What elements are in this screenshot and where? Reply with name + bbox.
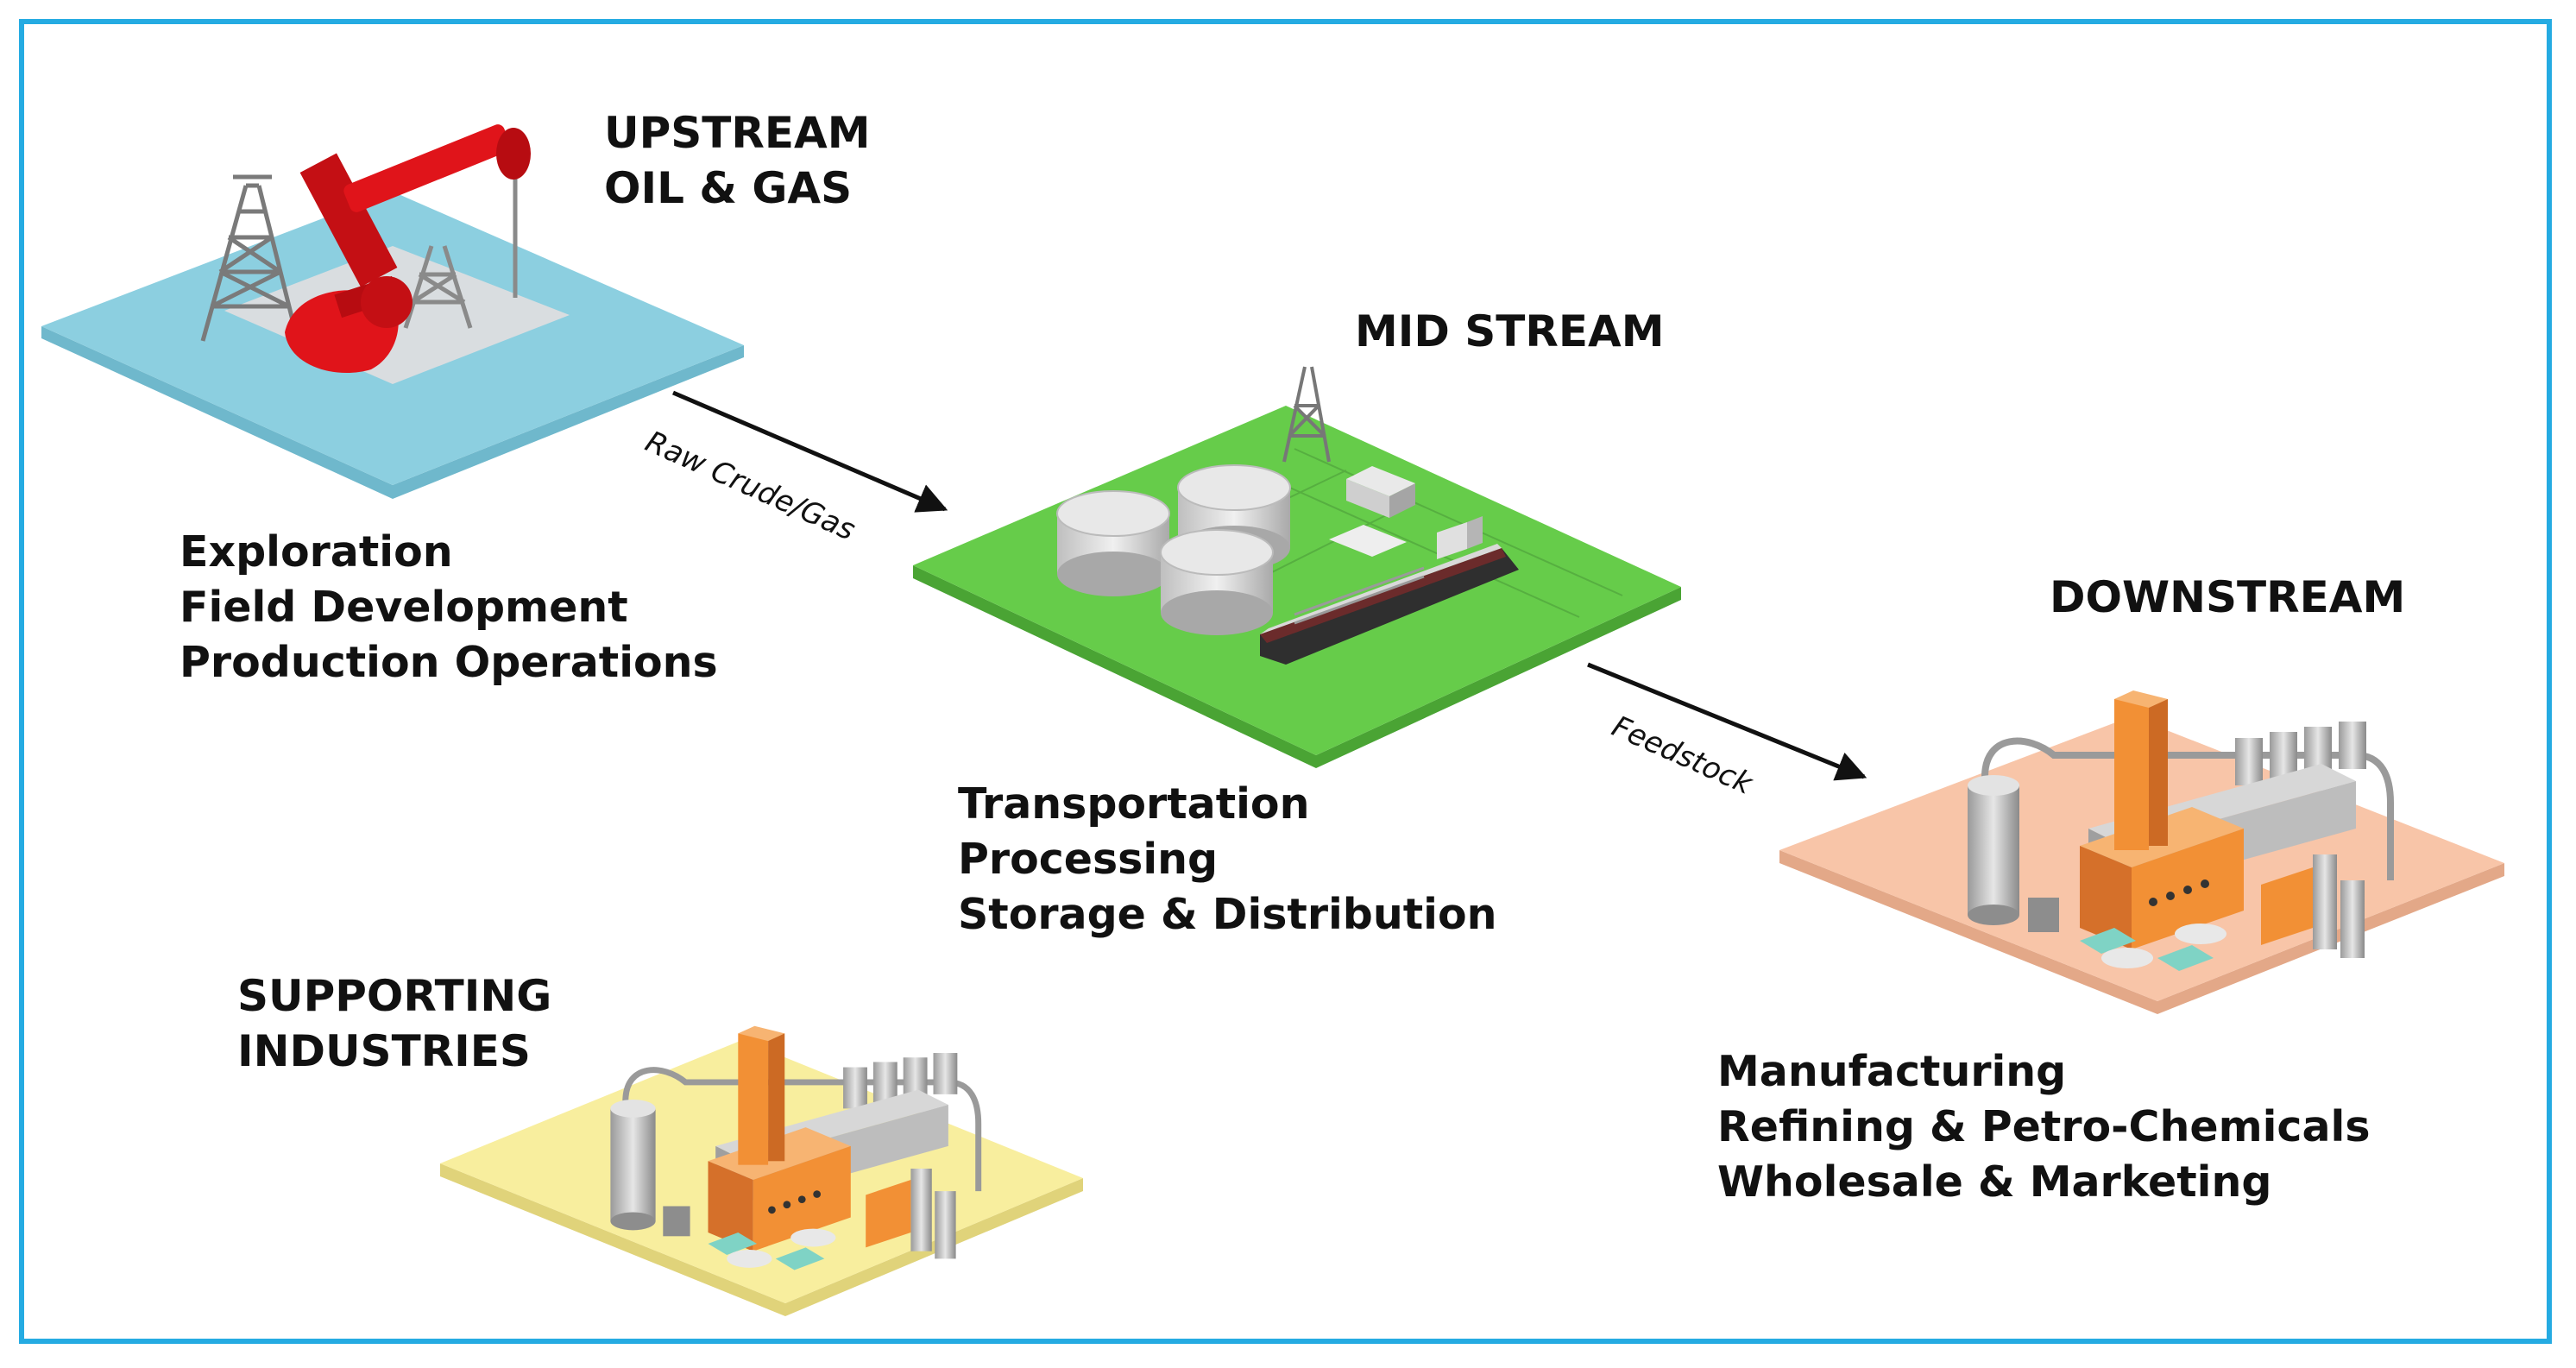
upstream-activities: Exploration Field Development Production… bbox=[180, 525, 718, 690]
midstream-platform-top bbox=[913, 406, 1681, 755]
refinery-plant-icon bbox=[610, 1025, 982, 1270]
flow-arrow-raw-crude bbox=[672, 390, 948, 513]
supporting-title-line: INDUSTRIES bbox=[237, 1026, 531, 1076]
midstream-title-line: MID STREAM bbox=[1355, 306, 1665, 356]
supporting-title-line: SUPPORTING bbox=[237, 971, 552, 1021]
downstream-activity: Wholesale & Marketing bbox=[1717, 1157, 2272, 1207]
midstream-activity: Processing bbox=[958, 835, 1219, 884]
downstream-title-line: DOWNSTREAM bbox=[2050, 572, 2406, 622]
upstream-activity: Production Operations bbox=[180, 638, 718, 687]
downstream-activities: Manufacturing Refining & Petro-Chemicals… bbox=[1717, 1044, 2371, 1210]
upstream-activity: Exploration bbox=[180, 527, 453, 577]
refinery-plant-icon bbox=[1968, 690, 2394, 971]
pumpjack-and-derrick-icon bbox=[200, 124, 531, 374]
midstream-activity: Storage & Distribution bbox=[958, 890, 1497, 939]
storage-tank bbox=[1056, 490, 1170, 596]
upstream-platform-side bbox=[41, 326, 744, 499]
flow-arrow-feedstock bbox=[1587, 662, 1867, 781]
midstream-platform bbox=[913, 406, 1681, 768]
midstream-activities: Transportation Processing Storage & Dist… bbox=[958, 777, 1497, 942]
upstream-title-line: UPSTREAM bbox=[604, 108, 871, 158]
upstream-activity: Field Development bbox=[180, 583, 628, 632]
downstream-activity: Manufacturing bbox=[1717, 1047, 2067, 1096]
storage-tanks-and-tanker-icon bbox=[1056, 366, 1623, 665]
downstream-activity: Refining & Petro-Chemicals bbox=[1717, 1102, 2371, 1151]
downstream-title: DOWNSTREAM bbox=[2050, 570, 2405, 625]
storage-tank bbox=[1160, 529, 1274, 635]
midstream-title: MID STREAM bbox=[1355, 304, 1665, 359]
upstream-title-line: OIL & GAS bbox=[604, 163, 853, 213]
midstream-activity: Transportation bbox=[958, 779, 1310, 829]
upstream-title: UPSTREAM OIL & GAS bbox=[604, 105, 870, 216]
supporting-title: SUPPORTING INDUSTRIES bbox=[237, 968, 551, 1079]
tanker-ship bbox=[1260, 516, 1519, 665]
midstream-platform-side bbox=[913, 565, 1681, 768]
